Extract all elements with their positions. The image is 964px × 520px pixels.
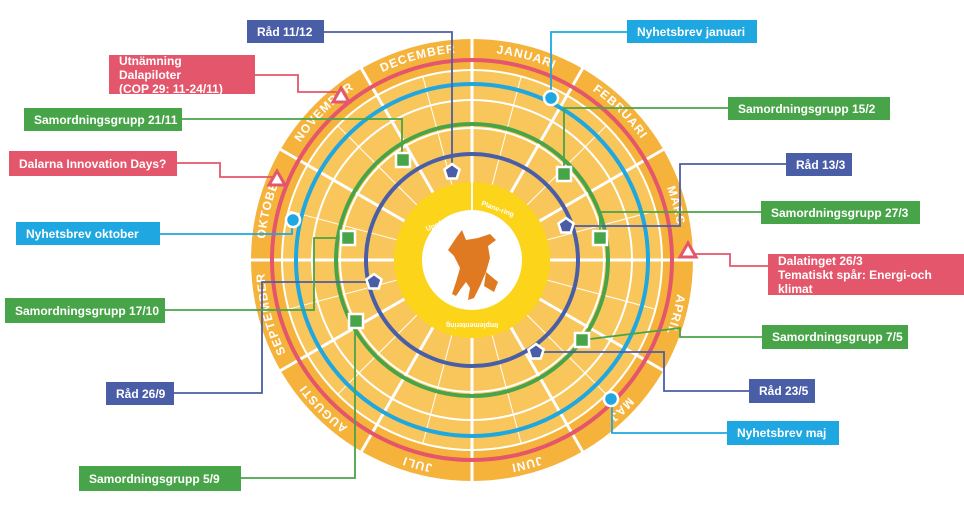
label-samordning-7-5: Samordningsgrupp 7/5: [762, 325, 908, 349]
half-month-divider: [547, 279, 656, 310]
connector-samordning-27-3: [599, 211, 761, 238]
month-divider: [509, 326, 585, 454]
label-utnamning: Utnämning Dalapiloter (COP 29: 11-24/11): [109, 53, 255, 96]
label-text: Nyhetsbrev oktober: [26, 226, 139, 241]
label-rad-11-12: Råd 11/12: [247, 20, 324, 43]
month-divider: [509, 66, 585, 194]
marker-nyhetsbrev-oktober: [284, 211, 302, 229]
center-text-implementation: Implementering: [446, 321, 498, 328]
label-text: Råd 13/3: [796, 157, 846, 172]
connector-rad-13-3: [568, 163, 786, 227]
label-text: Samordningsgrupp 27/3: [771, 205, 909, 220]
marker-rad-26-9: [364, 272, 384, 290]
marker-samordning-5-9: [347, 312, 365, 330]
timeline-markers: [266, 84, 699, 408]
half-month-divider: [288, 210, 397, 241]
connector-utnamning: [255, 74, 340, 93]
marker-samordning-15-2: [555, 165, 573, 183]
month-divider: [538, 297, 666, 373]
label-text: Råd 11/12: [257, 24, 313, 39]
label-nyhetsbrev-januari: Nyhetsbrev januari: [627, 20, 757, 43]
connector-samordning-15-2: [563, 107, 728, 174]
marker-nyhetsbrev-maj: [602, 390, 620, 408]
label-text: Dalatinget 26/3 Tematiskt spår: Energi-o…: [778, 253, 932, 296]
label-nyhetsbrev-oktober: Nyhetsbrev oktober: [16, 222, 160, 245]
connector-dalatinget: [688, 253, 768, 267]
label-rad-23-5: Råd 23/5: [749, 379, 815, 403]
month-divider: [359, 66, 435, 194]
label-text: Samordningsgrupp 21/11: [34, 112, 178, 127]
marker-samordning-7-5: [573, 331, 591, 349]
label-samordning-21-11: Samordningsgrupp 21/11: [24, 108, 182, 131]
label-dalatinget: Dalatinget 26/3 Tematiskt spår: Energi-o…: [768, 253, 964, 296]
marker-samordning-21-11: [394, 151, 412, 169]
connector-samordning-5-9: [241, 322, 356, 479]
marker-nyhetsbrev-januari: [542, 89, 560, 107]
label-rad-13-3: Råd 13/3: [786, 153, 852, 176]
month-divider: [278, 297, 406, 373]
label-samordning-15-2: Samordningsgrupp 15/2: [728, 97, 890, 120]
label-text: Samordningsgrupp 17/10: [15, 303, 160, 318]
label-nyhetsbrev-maj: Nyhetsbrev maj: [727, 421, 839, 445]
marker-rad-23-5: [526, 342, 546, 360]
wheel-center: Uppföljning Plane-ring Implementering: [394, 182, 550, 338]
month-divider: [359, 326, 435, 454]
connector-rad-11-12: [324, 31, 453, 170]
marker-innovation-days: [266, 167, 288, 187]
label-text: Samordningsgrupp 7/5: [772, 330, 903, 344]
month-divider: [538, 147, 666, 223]
connector-nyhetsbrev-maj: [611, 400, 727, 434]
label-samordning-17-10: Samordningsgrupp 17/10: [5, 298, 165, 323]
label-text: Råd 23/5: [759, 384, 809, 398]
event-ring: [270, 58, 674, 462]
marker-samordning-17-10: [339, 229, 357, 247]
label-samordning-27-3: Samordningsgrupp 27/3: [761, 201, 920, 224]
marker-rad-13-3: [556, 216, 576, 234]
rad-ring: [364, 152, 580, 368]
marker-dalatinget: [677, 239, 699, 259]
connector-rad-26-9: [174, 281, 374, 394]
connector-samordning-7-5: [581, 326, 762, 341]
connector-samordning-17-10: [165, 237, 348, 311]
label-text: Samordningsgrupp 5/9: [89, 471, 220, 486]
marker-samordning-27-3: [591, 229, 609, 247]
month-divider: [278, 147, 406, 223]
label-samordning-5-9: Samordningsgrupp 5/9: [79, 466, 241, 491]
nyhetsbrev-ring: [294, 82, 650, 438]
connector-samordning-21-11: [182, 118, 403, 160]
marker-rad-11-12: [442, 162, 462, 180]
label-text: Samordningsgrupp 15/2: [738, 101, 876, 116]
marker-utnamning: [330, 84, 352, 104]
label-innovation-days: Dalarna Innovation Days?: [9, 151, 177, 176]
label-rad-26-9: Råd 26/9: [106, 382, 174, 405]
timeline-rings: [270, 58, 674, 462]
label-text: Nyhetsbrev januari: [637, 24, 746, 39]
half-month-divider: [422, 335, 453, 444]
label-text: Nyhetsbrev maj: [737, 426, 827, 440]
connector-rad-23-5: [536, 351, 749, 392]
half-month-divider: [491, 335, 522, 444]
samordning-ring: [334, 122, 610, 398]
connector-nyhetsbrev-januari: [550, 31, 627, 98]
label-text: Råd 26/9: [116, 386, 166, 401]
connector-lines: [160, 31, 786, 479]
connector-innovation-days: [177, 162, 276, 178]
label-text: Utnämning Dalapiloter (COP 29: 11-24/11): [119, 53, 223, 96]
fox-icon: [448, 230, 498, 300]
half-month-divider: [491, 76, 522, 185]
label-text: Dalarna Innovation Days?: [19, 156, 167, 171]
